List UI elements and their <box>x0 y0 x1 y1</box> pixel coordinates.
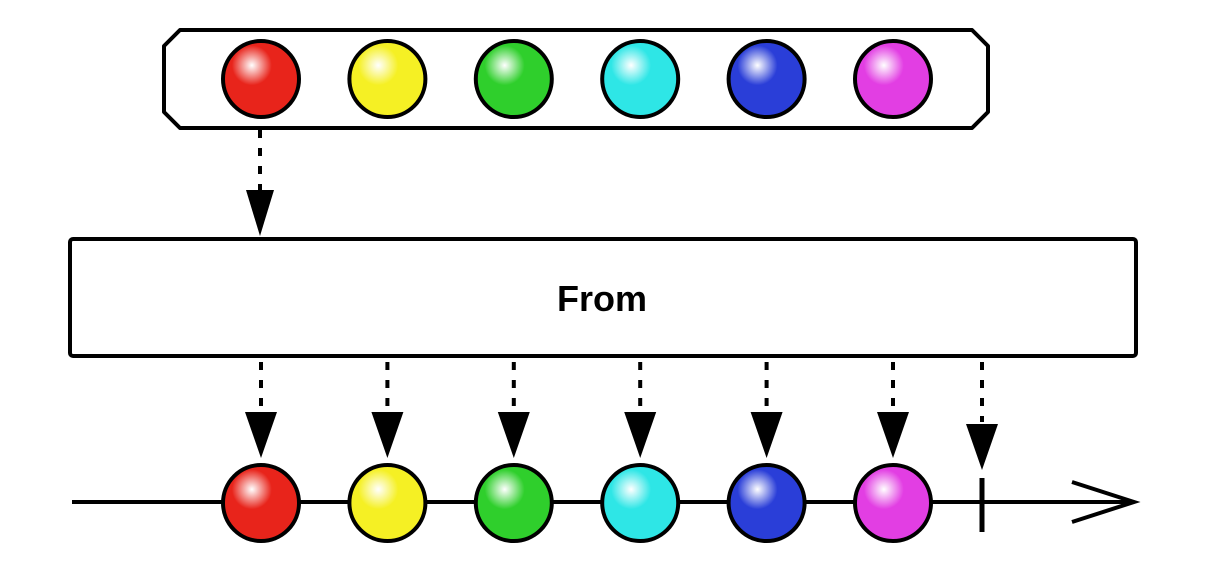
source-marble-cyan <box>600 39 681 119</box>
output-arrow-head-blue <box>750 412 783 458</box>
output-arrows <box>245 362 909 458</box>
output-arrow-head-red <box>245 412 277 458</box>
output-arrow-head-magenta <box>877 412 909 458</box>
output-marble-cyan <box>600 463 681 543</box>
output-marble-blue <box>726 463 807 543</box>
operator-label: From <box>557 278 647 319</box>
output-arrow-head-yellow <box>371 412 404 458</box>
completion-arrow <box>966 362 998 470</box>
output-marble-green <box>473 463 554 543</box>
source-marble-blue <box>726 39 807 119</box>
source-marble-yellow <box>347 39 428 119</box>
input-arrow <box>246 130 274 236</box>
source-marble-green <box>473 39 554 119</box>
source-marbles <box>221 39 933 119</box>
output-marble-magenta <box>853 463 933 543</box>
output-marble-yellow <box>347 463 428 543</box>
output-arrow-head-green <box>497 412 530 458</box>
output-marble-red <box>221 463 301 543</box>
operator-box <box>68 237 1138 358</box>
source-marble-red <box>221 39 301 119</box>
output-arrow-head-cyan <box>624 412 657 458</box>
timeline-arrowhead <box>1071 480 1141 524</box>
output-marbles <box>221 463 933 543</box>
source-marble-magenta <box>853 39 933 119</box>
